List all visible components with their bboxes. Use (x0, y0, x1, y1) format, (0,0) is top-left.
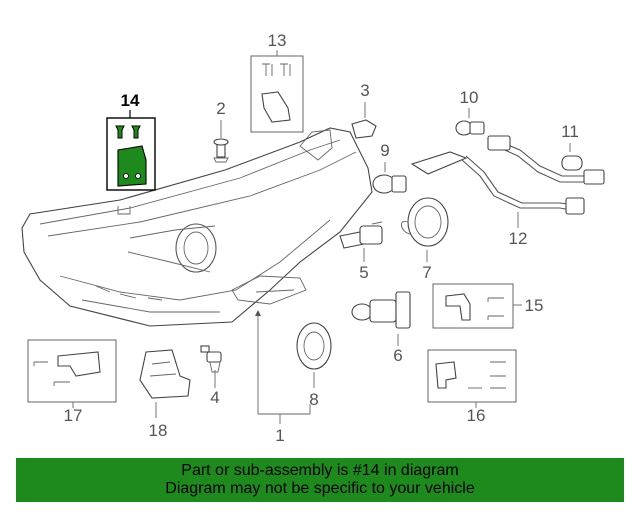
leader-1 (257, 312, 311, 415)
callout-16: 16 (467, 406, 486, 425)
callout-18: 18 (149, 421, 168, 440)
clip-part-3[interactable] (351, 119, 377, 139)
bracket-kit-part-17[interactable] (27, 339, 117, 403)
callout-6: 6 (393, 346, 402, 365)
callout-17: 17 (64, 406, 83, 425)
bracket-kit-part-15[interactable] (432, 283, 514, 329)
screw-part-2[interactable] (213, 138, 229, 163)
bracket-part-18[interactable] (139, 349, 191, 399)
highlighted-bracket-kit-part-14[interactable] (106, 117, 156, 191)
bracket-kit-part-16[interactable] (427, 349, 517, 403)
callout-14: 14 (121, 91, 140, 110)
callout-5: 5 (359, 263, 368, 282)
callout-4: 4 (210, 388, 219, 407)
callout-7: 7 (422, 263, 431, 282)
callout-13: 13 (268, 31, 287, 50)
wiring-harness-part-12[interactable] (410, 135, 605, 215)
highlight-info-banner: Part or sub-assembly is #14 in diagram D… (16, 458, 624, 502)
grommet-part-8[interactable] (296, 322, 332, 370)
callout-9: 9 (380, 141, 389, 160)
bracket-kit-part-13[interactable] (250, 55, 304, 133)
callout-8: 8 (309, 390, 318, 409)
bulb-part-6[interactable] (351, 291, 411, 329)
callout-11: 11 (561, 122, 579, 141)
banner-line-disclaimer: Diagram may not be specific to your vehi… (165, 480, 475, 497)
bulb-part-11[interactable] (561, 155, 583, 171)
exploded-parts-diagram: 1 2 3 4 5 6 7 8 (21, 31, 605, 445)
socket-part-7[interactable] (401, 197, 449, 247)
callout-1: 1 (275, 426, 284, 445)
bulb-part-10[interactable] (455, 120, 485, 136)
callout-3: 3 (360, 81, 369, 100)
leader-1-arrow (255, 310, 261, 316)
callout-12: 12 (509, 229, 528, 248)
callout-2: 2 (216, 99, 225, 118)
bulb-part-9[interactable] (372, 174, 407, 194)
callout-15: 15 (525, 296, 544, 315)
bulb-part-5[interactable] (339, 221, 383, 249)
callout-10: 10 (460, 88, 479, 107)
banner-line-part-highlight: Part or sub-assembly is #14 in diagram (181, 462, 459, 479)
headlamp-assembly[interactable] (21, 127, 373, 327)
bolt-part-4[interactable] (200, 345, 222, 373)
